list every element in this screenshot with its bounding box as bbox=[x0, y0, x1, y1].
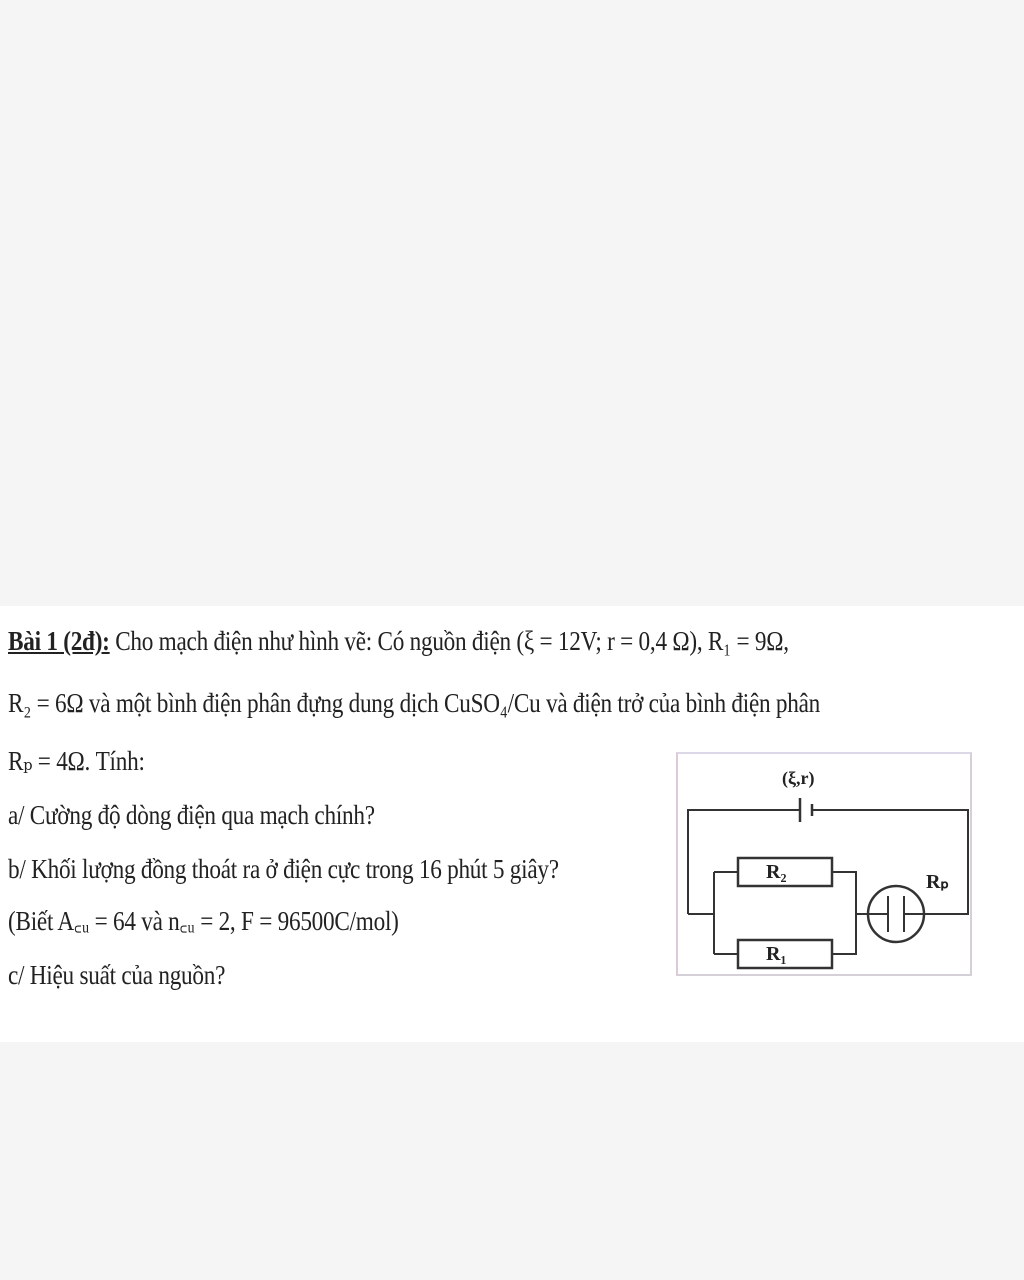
r1-label: R₁ bbox=[766, 943, 786, 965]
circuit-diagram: (ξ,r) R₂ R₁ Rₚ bbox=[676, 752, 972, 976]
problem-heading: Bài 1 (2đ): bbox=[8, 626, 110, 656]
question-c: c/ Hiệu suất của nguồn? bbox=[8, 960, 226, 990]
problem-line-2: R₂ = 6Ω và một bình điện phân đựng dung … bbox=[8, 688, 821, 718]
problem-line-3: Rₚ = 4Ω. Tính: bbox=[8, 746, 145, 776]
source-label: (ξ,r) bbox=[782, 768, 815, 789]
r2-label: R₂ bbox=[766, 861, 786, 883]
wire-top-left bbox=[687, 809, 800, 914]
circuit-svg: (ξ,r) R₂ R₁ Rₚ bbox=[687, 768, 969, 970]
problem-line-1: Bài 1 (2đ): Cho mạch điện như hình vẽ: C… bbox=[8, 624, 789, 658]
question-a: a/ Cường độ dòng điện qua mạch chính? bbox=[8, 800, 375, 830]
rp-label: Rₚ bbox=[926, 871, 949, 893]
question-b-note: (Biết A꜀ᵤ = 64 và n꜀ᵤ = 2, F = 96500C/mo… bbox=[8, 906, 399, 936]
question-b: b/ Khối lượng đồng thoát ra ở điện cực t… bbox=[8, 854, 559, 884]
wire-top-right bbox=[812, 809, 969, 915]
wire-right-bus bbox=[832, 871, 857, 955]
problem-intro: Cho mạch điện như hình vẽ: Có nguồn điện… bbox=[115, 626, 789, 656]
